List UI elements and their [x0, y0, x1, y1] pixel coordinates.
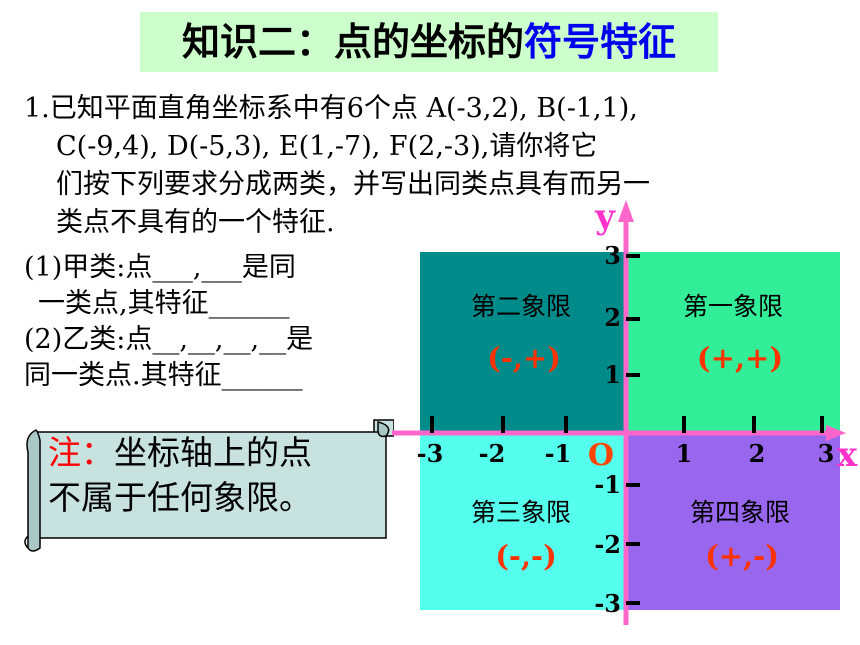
y-tick-label: -2 — [594, 530, 621, 559]
title-part-1: 知识二：点的坐标的 — [181, 20, 524, 64]
part-1-line: (1)甲类:点___,___是同 — [24, 252, 296, 283]
y-tick-label: 2 — [604, 303, 621, 332]
note-text: 注：坐标轴上的点 不属于任何象限。 — [48, 430, 378, 520]
part-1-line: 一类点,其特征______ — [38, 288, 290, 319]
quadrant-1-region — [626, 252, 840, 432]
note-label: 注： — [48, 433, 114, 472]
problem-line: 们按下列要求分成两类，并写出同类点具有而另一 — [56, 169, 650, 200]
quadrant-1-name: 第一象限 — [683, 292, 783, 321]
quadrant-4-region — [626, 432, 840, 610]
x-tick-label: -1 — [545, 439, 572, 468]
y-tick-marks — [626, 254, 640, 605]
problem-line: 1.已知平面直角坐标系中有6个点 A(-3,2), B(-1,1), — [24, 93, 638, 124]
page-title: 知识二：点的坐标的符号特征 — [140, 12, 718, 72]
y-tick-label: -3 — [594, 589, 621, 618]
part-2-line: (2)乙类:点__,__,__,__是 — [24, 324, 314, 355]
x-axis-arrow — [826, 425, 846, 441]
quadrant-4-name: 第四象限 — [690, 498, 790, 527]
note-scroll: 注：坐标轴上的点 不属于任何象限。 — [22, 412, 395, 554]
y-tick-label: 1 — [604, 360, 621, 389]
x-tick-label: -2 — [479, 439, 506, 468]
note-text-2: 不属于任何象限。 — [48, 478, 312, 517]
scroll-shape — [24, 419, 395, 552]
title-part-2: 符号特征 — [524, 20, 677, 64]
problem-statement: 1.已知平面直角坐标系中有6个点 A(-3,2), B(-1,1), C(-9,… — [24, 90, 824, 242]
x-tick-label: 3 — [818, 439, 835, 468]
y-axis-label: y — [594, 197, 616, 237]
problem-line: C(-9,4), D(-5,3), E(1,-7), F(2,-3),请你将它 — [56, 131, 598, 162]
problem-line: 类点不具有的一个特征. — [56, 207, 335, 238]
part-2-line: 同一类点.其特征______ — [24, 360, 303, 391]
y-tick-label: -1 — [594, 470, 621, 499]
quadrant-3-region — [420, 432, 626, 610]
quadrant-3-name: 第三象限 — [471, 498, 571, 527]
quadrant-2-sign: (-,+) — [487, 341, 561, 375]
quadrant-2-region — [420, 252, 626, 432]
quadrant-2-name: 第二象限 — [471, 292, 571, 321]
x-tick-label: 1 — [676, 439, 693, 468]
x-tick-label: 2 — [749, 439, 766, 468]
origin-label: O — [588, 438, 614, 473]
x-tick-marks — [430, 416, 824, 433]
quadrant-4-sign: (+,-) — [705, 539, 779, 573]
problem-parts: (1)甲类:点___,___是同 一类点,其特征______ (2)乙类:点__… — [24, 250, 424, 394]
y-axis-arrow — [618, 200, 634, 222]
x-tick-label: -3 — [417, 439, 444, 468]
y-tick-label: 3 — [604, 241, 621, 270]
quadrant-1-sign: (+,+) — [697, 341, 783, 375]
x-axis-label: x — [837, 435, 858, 475]
note-text-1: 坐标轴上的点 — [114, 433, 312, 472]
quadrant-3-sign: (-,-) — [495, 539, 557, 573]
